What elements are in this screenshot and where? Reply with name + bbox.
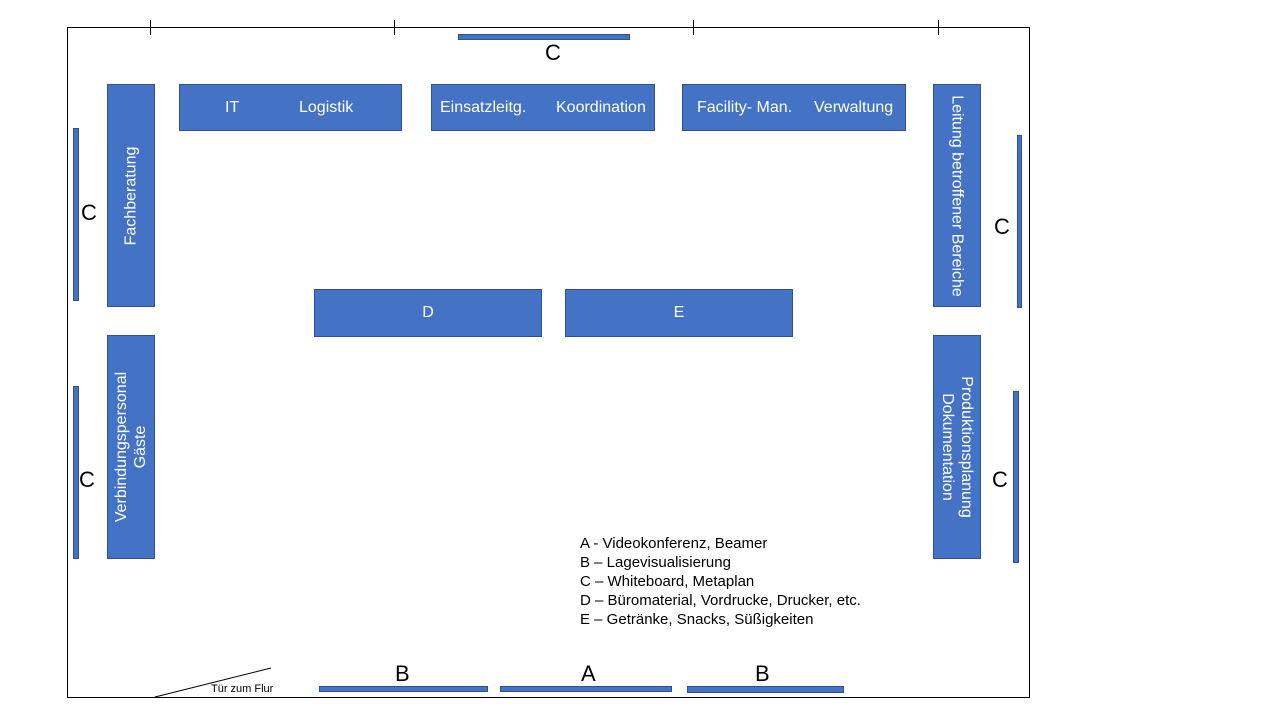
whiteboard-top <box>458 34 630 40</box>
legend-item-d: D – Büromaterial, Vordrucke, Drucker, et… <box>580 592 861 609</box>
wall-tick <box>394 20 395 35</box>
marker-b-right: B <box>755 661 770 686</box>
display-b-right <box>687 686 844 693</box>
table-label-e: E <box>673 304 685 321</box>
legend-item-b: B – Lagevisualisierung <box>580 554 731 571</box>
table-d: D <box>314 289 542 337</box>
wall-tick <box>938 20 939 35</box>
table-einsatzleitung-koordination: Einsatzleitg. Koordination <box>431 84 655 131</box>
table-facility-verwaltung: Facility- Man. Verwaltung <box>682 84 906 131</box>
marker-c-right-lower: C <box>992 467 1008 492</box>
table-produktionsplanung: Produktionsplanung Dokumentation <box>933 335 981 559</box>
whiteboard-left-lower <box>73 386 79 559</box>
table-label-facility: Facility- Man. <box>697 98 793 116</box>
legend-item-e: E – Getränke, Snacks, Süßigkeiten <box>580 611 814 628</box>
table-label-d: D <box>422 304 434 321</box>
marker-c-left-upper: C <box>81 200 97 225</box>
wall-tick <box>150 20 151 35</box>
table-fachberatung: Fachberatung <box>107 84 155 307</box>
display-a <box>500 686 672 692</box>
whiteboard-right-lower <box>1013 391 1019 563</box>
table-it-logistik: IT Logistik <box>179 84 402 131</box>
marker-c-right-upper: C <box>994 214 1010 239</box>
marker-c-left-lower: C <box>79 467 95 492</box>
display-b-left <box>319 686 488 692</box>
marker-a: A <box>581 661 596 686</box>
legend-item-a: A - Videokonferenz, Beamer <box>580 535 768 552</box>
table-label-koordination: Koordination <box>556 98 646 116</box>
table-verbindungspersonal: Verbindungspersonal Gäste <box>107 335 155 559</box>
whiteboard-right-upper <box>1017 135 1022 308</box>
door-label: Tür zum Flur <box>211 683 274 695</box>
whiteboard-left-upper <box>73 128 79 301</box>
room-outline <box>67 27 1030 698</box>
table-label-logistik: Logistik <box>299 98 354 116</box>
table-label-verwaltung: Verwaltung <box>814 98 894 116</box>
legend-item-c: C – Whiteboard, Metaplan <box>580 573 755 590</box>
legend: A - Videokonferenz, Beamer B – Lagevisua… <box>580 534 861 629</box>
marker-c-top: C <box>545 40 561 65</box>
table-e: E <box>565 289 793 337</box>
marker-b-left: B <box>395 661 410 686</box>
table-leitung-bereiche: Leitung betroffener Bereiche <box>933 84 981 307</box>
table-label-it: IT <box>225 98 240 116</box>
table-label-einsatzleitung: Einsatzleitg. <box>440 98 527 116</box>
wall-tick <box>693 20 694 35</box>
